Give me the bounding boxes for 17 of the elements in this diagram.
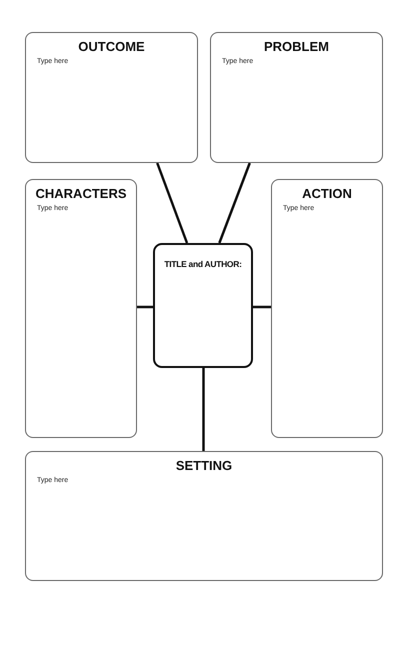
story-box (271, 179, 383, 438)
box-heading: SETTING (174, 458, 234, 473)
connector-line (202, 368, 205, 451)
story-box (210, 32, 383, 163)
box-heading: OUTCOME (77, 39, 146, 54)
story-box (25, 451, 383, 581)
story-box (25, 179, 137, 438)
connector-line (137, 306, 153, 308)
box-heading: ACTION (301, 186, 353, 201)
story-box (25, 32, 198, 163)
box-heading: TITLE and AUTHOR: (163, 259, 243, 269)
center-box (153, 243, 253, 368)
connector-line (218, 162, 251, 244)
connector-line (253, 306, 271, 308)
connector-line (156, 162, 188, 244)
box-heading: PROBLEM (263, 39, 330, 54)
box-heading: CHARACTERS (34, 186, 128, 201)
